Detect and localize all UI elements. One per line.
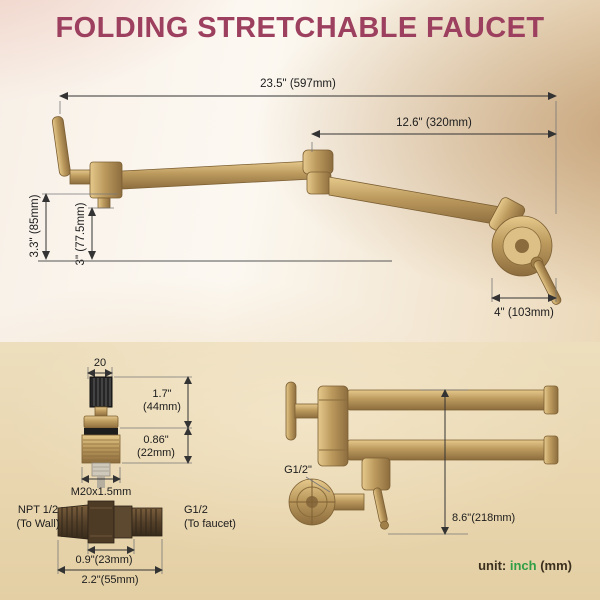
faucet-body xyxy=(51,116,562,305)
folded-view: G1/2" 8.6"(218mm) xyxy=(284,381,559,535)
adapter-fitting: NPT 1/2 (To Wall) G1/2 (To faucet) 0.9"(… xyxy=(17,500,236,586)
cartridge-view: 20 xyxy=(71,357,192,498)
cartridge-and-folded-drawing: 20 xyxy=(17,357,559,586)
dim-spout-height: 3" (77.5mm) xyxy=(75,202,87,265)
unit-inch-label: inch xyxy=(509,558,537,573)
dim-adapter-short: 0.9"(23mm) xyxy=(75,554,132,566)
main-dimension-diagram: FOLDING STRETCHABLE FAUCET xyxy=(0,0,600,342)
dim-wall-depth: 4" (103mm) xyxy=(494,307,554,319)
dim-cartridge-height: 1.7" xyxy=(152,388,171,400)
arm-rear xyxy=(328,176,501,226)
dim-cartridge-height-mm: (44mm) xyxy=(143,401,181,413)
dim-stem-diameter: 20 xyxy=(94,357,106,369)
detail-diagrams: 20 xyxy=(0,342,600,600)
adapter-right-sublabel: (To faucet) xyxy=(184,518,236,530)
cartridge-stem xyxy=(89,376,113,408)
handle-lever-left xyxy=(51,116,71,177)
folded-faucet-body xyxy=(285,381,559,530)
spout-outlet xyxy=(97,197,111,209)
fold-joint xyxy=(302,149,334,195)
dim-cartridge-body: 0.86" xyxy=(143,434,168,446)
adapter-left-sublabel: (To Wall) xyxy=(17,518,60,530)
arm-front xyxy=(121,160,314,190)
folded-valve xyxy=(361,457,391,491)
folded-lever xyxy=(285,381,297,441)
adapter-left-label: NPT 1/2 xyxy=(18,504,58,516)
dim-left-height: 3.3" (85mm) xyxy=(29,194,41,257)
faucet-extended-drawing: 23.5" (597mm) 12.6" (320mm) 3.3" (85mm) … xyxy=(29,78,562,319)
dim-cartridge-body-mm: (22mm) xyxy=(137,447,175,459)
wall-flange-front xyxy=(288,478,336,526)
page-title: FOLDING STRETCHABLE FAUCET xyxy=(55,12,545,44)
dim-arm-length: 12.6" (320mm) xyxy=(396,117,472,129)
thread-spec-label: M20x1.5mm xyxy=(71,486,132,498)
handle-lever-right xyxy=(530,256,562,305)
dim-adapter-long: 2.2"(55mm) xyxy=(81,574,138,586)
dim-folded-height: 8.6"(218mm) xyxy=(452,512,515,524)
unit-mm-label: (mm) xyxy=(540,558,572,573)
folded-joint xyxy=(317,385,349,467)
wall-flange xyxy=(491,215,553,277)
adapter-right-label: G1/2 xyxy=(184,504,208,516)
unit-prefix-label: unit: xyxy=(478,558,507,573)
dim-total-width: 23.5" (597mm) xyxy=(260,78,336,90)
unit-label: unit: inch (mm) xyxy=(478,558,572,573)
cartridge-body xyxy=(81,406,121,488)
thread-size-label: G1/2" xyxy=(284,464,312,476)
folded-valve-lever xyxy=(373,487,389,530)
dimension-lines: 23.5" (597mm) 12.6" (320mm) 3.3" (85mm) … xyxy=(29,78,557,319)
